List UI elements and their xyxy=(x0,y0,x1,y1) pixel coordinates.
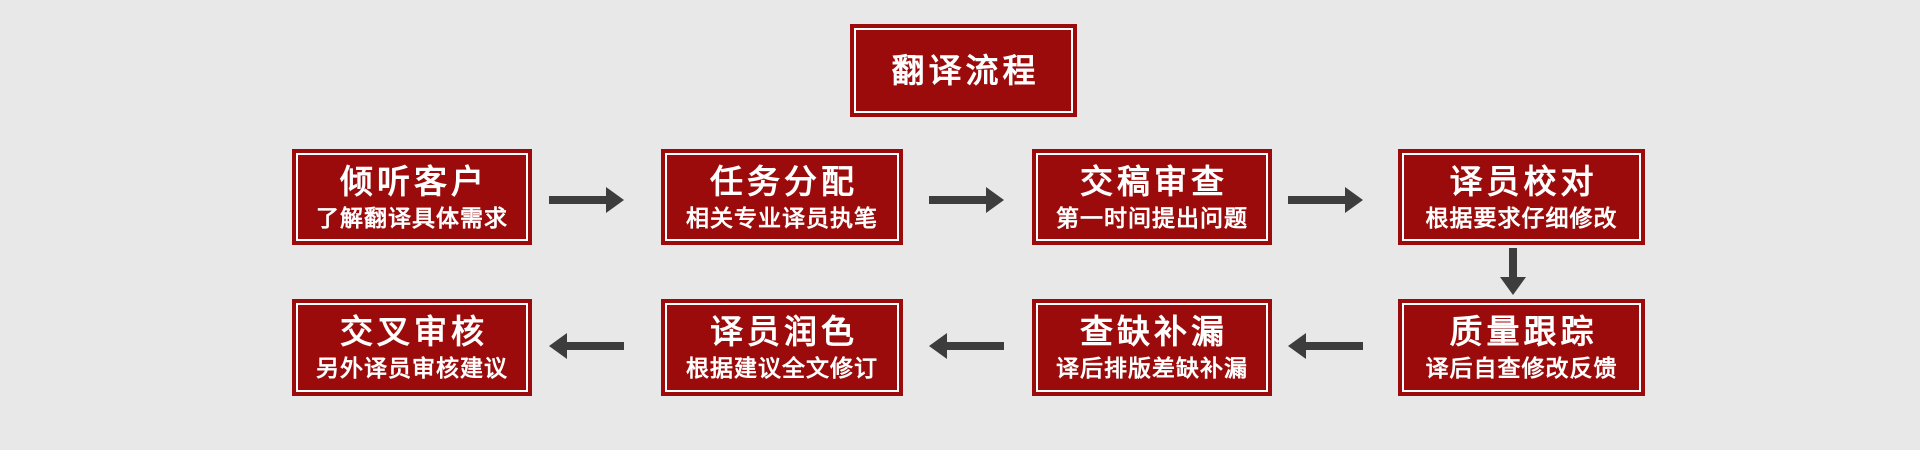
flow-step-title: 交叉审核 xyxy=(340,313,488,350)
flow-step-title: 交稿审查 xyxy=(1080,162,1228,200)
flow-step-subtitle: 根据要求仔细修改 xyxy=(1425,204,1618,231)
flowchart-title-box: 翻译流程 xyxy=(850,24,1077,117)
arrow-left-icon xyxy=(549,333,624,359)
flowchart-title: 翻译流程 xyxy=(891,51,1040,89)
flow-step-title: 质量跟踪 xyxy=(1449,313,1598,350)
arrow-left-icon xyxy=(1288,333,1363,359)
flow-step-gap-filling: 查缺补漏 译后排版差缺补漏 xyxy=(1032,299,1272,396)
flow-step-translator-proofreading: 译员校对 根据要求仔细修改 xyxy=(1398,149,1645,245)
flow-step-cross-review: 交叉审核 另外译员审核建议 xyxy=(292,299,532,396)
flow-step-subtitle: 另外译员审核建议 xyxy=(316,355,508,381)
flow-step-translator-polishing: 译员润色 根据建议全文修订 xyxy=(661,299,903,396)
flow-step-subtitle: 了解翻译具体需求 xyxy=(316,204,508,231)
flow-step-title: 查缺补漏 xyxy=(1080,313,1228,350)
arrow-right-icon xyxy=(549,187,624,213)
arrow-right-icon xyxy=(1288,187,1363,213)
flow-step-task-assignment: 任务分配 相关专业译员执笔 xyxy=(661,149,903,245)
arrow-left-icon xyxy=(929,333,1004,359)
flow-step-title: 任务分配 xyxy=(710,162,858,200)
flow-step-subtitle: 译后自查修改反馈 xyxy=(1425,355,1618,381)
flow-step-subtitle: 相关专业译员执笔 xyxy=(686,204,878,231)
flow-step-quality-tracking: 质量跟踪 译后自查修改反馈 xyxy=(1398,299,1645,396)
flow-step-draft-review: 交稿审查 第一时间提出问题 xyxy=(1032,149,1272,245)
flow-step-subtitle: 根据建议全文修订 xyxy=(686,355,878,381)
flow-step-subtitle: 译后排版差缺补漏 xyxy=(1056,355,1248,381)
flow-step-title: 倾听客户 xyxy=(340,162,488,200)
flow-step-title: 译员润色 xyxy=(710,313,858,350)
arrow-down-icon xyxy=(1500,248,1526,295)
flow-step-subtitle: 第一时间提出问题 xyxy=(1056,204,1248,231)
flow-step-title: 译员校对 xyxy=(1449,162,1598,200)
arrow-right-icon xyxy=(929,187,1004,213)
flow-step-listen-customer: 倾听客户 了解翻译具体需求 xyxy=(292,149,532,245)
